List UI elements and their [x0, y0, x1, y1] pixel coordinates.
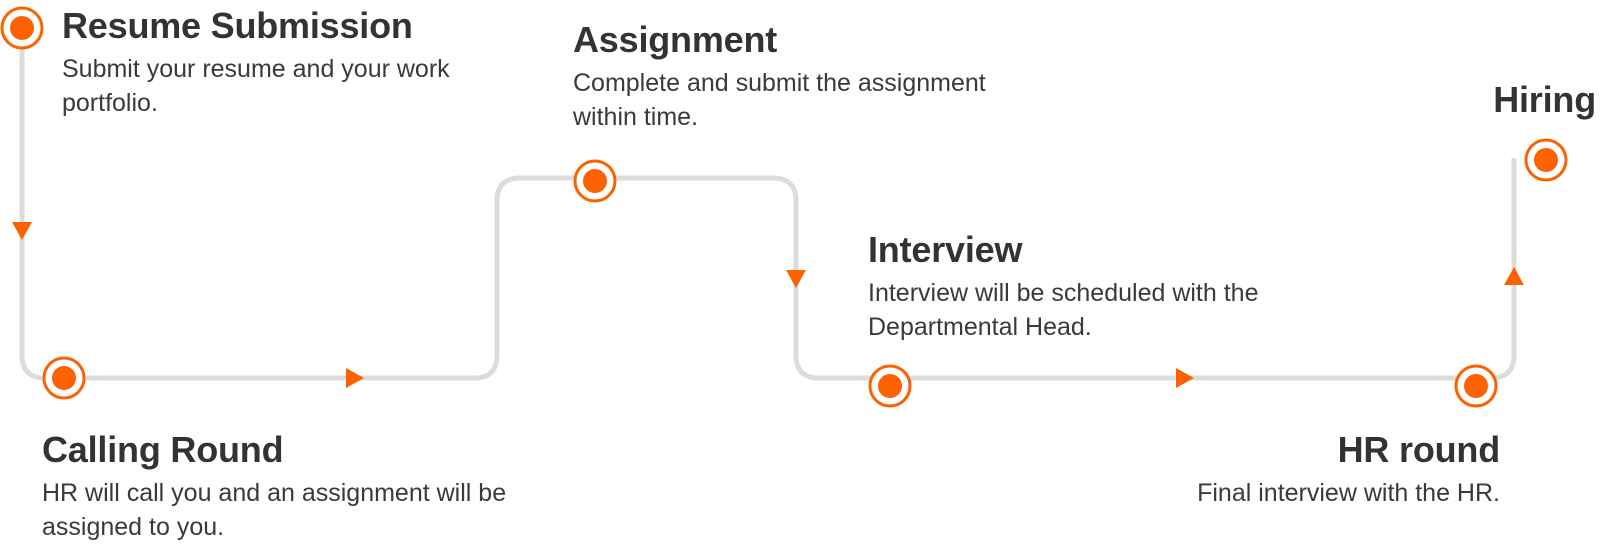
- step-title: HR round: [1337, 429, 1501, 470]
- step-title: Interview: [868, 229, 1023, 270]
- step-description: Submit your resume and your work portfol…: [62, 55, 450, 117]
- milestone-marker-icon: [1454, 364, 1498, 408]
- step-title: Assignment: [573, 19, 778, 60]
- milestone-marker-icon: [1524, 138, 1568, 182]
- milestone-marker-icon: [573, 159, 617, 203]
- step-description: Interview will be scheduled with the Dep…: [868, 279, 1259, 341]
- step-title: Hiring: [1493, 79, 1596, 120]
- arrow-up-icon: [1504, 267, 1524, 285]
- milestone-marker-icon: [0, 6, 44, 50]
- flow-track: [19, 28, 1517, 381]
- step-title: Resume Submission: [62, 5, 413, 46]
- milestone-marker-icon: [868, 364, 912, 408]
- arrow-right-icon: [346, 368, 364, 388]
- step-description: Final interview with the HR.: [1197, 479, 1500, 507]
- step-interview: Interview Interview will be scheduled wi…: [868, 228, 1348, 344]
- step-hr-round: HR round Final interview with the HR.: [1040, 428, 1500, 510]
- step-assignment: Assignment Complete and submit the assig…: [573, 18, 1053, 134]
- step-calling-round: Calling Round HR will call you and an as…: [42, 428, 512, 544]
- step-description: HR will call you and an assignment will …: [42, 479, 507, 541]
- step-description: Complete and submit the assignment withi…: [573, 69, 986, 131]
- step-title: Calling Round: [42, 429, 284, 470]
- step-resume-submission: Resume Submission Submit your resume and…: [62, 4, 502, 120]
- arrow-down-icon: [786, 270, 806, 288]
- arrow-down-icon: [12, 222, 32, 240]
- milestone-marker-icon: [42, 356, 86, 400]
- arrow-right-icon: [1176, 368, 1194, 388]
- step-hiring: Hiring: [1440, 78, 1596, 122]
